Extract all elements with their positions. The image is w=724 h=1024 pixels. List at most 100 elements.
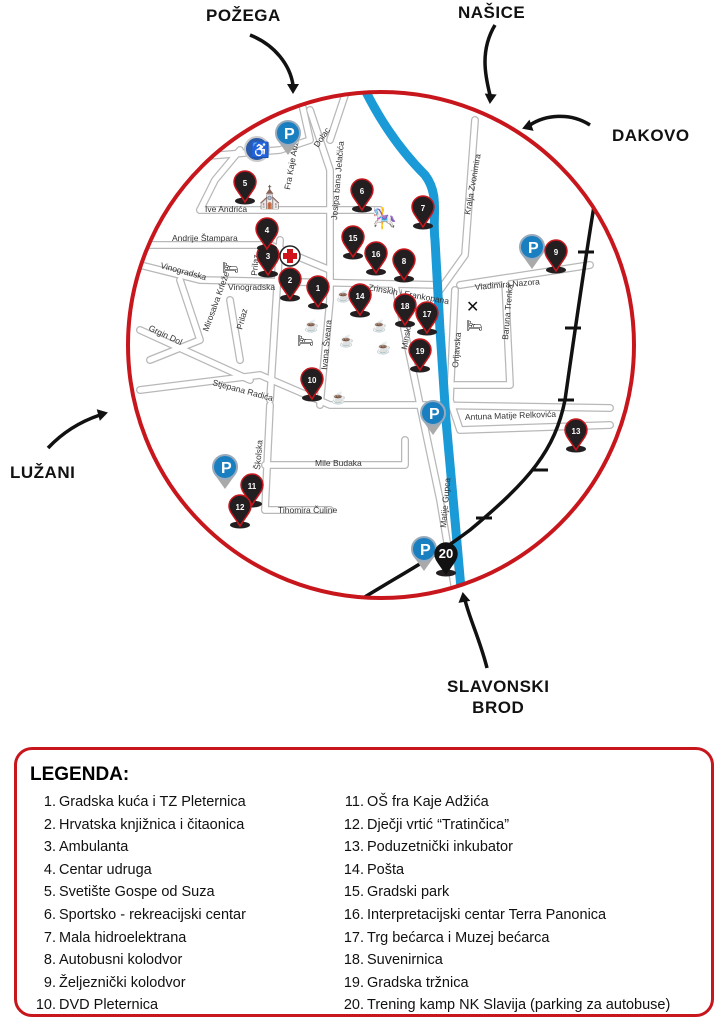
direction-dakovo: DAKOVO: [612, 126, 690, 145]
legend-label: Gradska kuća i TZ Pleternica: [59, 794, 246, 810]
street-label: Mile Budaka: [315, 458, 362, 468]
legend-label: Suvenirnica: [367, 952, 443, 969]
direction-arrow: [46, 413, 101, 450]
direction-luzani: LUŽANI: [10, 463, 76, 482]
street-label: Matije Gupca: [438, 477, 452, 528]
street-label: Baruna Trenka: [500, 283, 515, 340]
legend-item: 14.Pošta: [342, 859, 670, 882]
legend-item: 15.Gradski park: [342, 881, 670, 904]
pin-number: 15: [349, 234, 358, 243]
direction-pozega: POŽEGA: [206, 6, 281, 25]
carousel-icon: 🎠: [372, 206, 397, 230]
pin-number: 3: [266, 252, 271, 261]
location-pin-12[interactable]: 12: [228, 494, 252, 529]
location-pin-14[interactable]: 14: [348, 283, 372, 318]
pin-number: 16: [372, 250, 381, 259]
cafe-icon: ☕: [376, 340, 391, 355]
legend-item: 5.Svetište Gospe od Suza: [31, 881, 246, 904]
location-pin-5[interactable]: 5: [233, 170, 257, 205]
pin-number: 7: [421, 204, 426, 213]
location-pin-16[interactable]: 16: [364, 241, 388, 276]
legend-number: 15.: [343, 884, 364, 901]
pin-number: 4: [265, 226, 270, 235]
cafe-icon: ☕: [339, 333, 354, 348]
legend-number: 18.: [343, 952, 364, 969]
location-pin-18[interactable]: 18: [393, 293, 417, 328]
legend-number: 11.: [344, 794, 364, 810]
legend-label: Pošta: [367, 861, 405, 878]
parking-icon[interactable]: P: [519, 234, 545, 269]
street-label: Prilaz: [234, 307, 249, 330]
direction-arrow: [463, 599, 489, 669]
pin-number: 13: [572, 427, 581, 436]
legend-label: DVD Pleternica: [59, 997, 159, 1014]
pin-number: 17: [423, 310, 432, 319]
svg-text:P: P: [284, 126, 295, 143]
hotel-icon: 🛏: [222, 260, 239, 275]
parking-icon[interactable]: P: [420, 400, 446, 435]
legend-item: 4.Centar udruga: [31, 859, 246, 882]
location-pin-1[interactable]: 1: [306, 275, 330, 310]
location-pin-10[interactable]: 10: [300, 367, 324, 402]
legend-number: 12.: [343, 816, 364, 833]
street-label: Tihomira Čuline: [278, 505, 337, 515]
legend-label: Centar udruga: [59, 861, 152, 878]
legend-number: 17.: [343, 929, 364, 946]
pin-number: 5: [243, 179, 248, 188]
legend-number: 4.: [43, 861, 56, 878]
legend-label: Poduzetnički inkubator: [367, 839, 513, 856]
legend-number: 8.: [43, 952, 56, 969]
pin-number: 18: [401, 302, 410, 311]
pin-number: 20: [439, 546, 453, 561]
location-pin-20[interactable]: 20: [434, 542, 458, 577]
area-circle: [126, 90, 636, 600]
direction-arrow: [249, 33, 295, 86]
legend-item: 17.Trg bećarca i Muzej bećarca: [342, 927, 670, 950]
street-label: Orljavska: [450, 332, 463, 368]
location-pin-2[interactable]: 2: [278, 267, 302, 302]
location-pin-9[interactable]: 9: [544, 239, 568, 274]
location-pin-3[interactable]: 3: [256, 243, 280, 278]
legend-number: 7.: [43, 929, 56, 946]
pin-number: 6: [360, 187, 365, 196]
svg-text:P: P: [221, 460, 232, 477]
street-label: Kralja Zvonimira: [462, 153, 483, 215]
location-pin-17[interactable]: 17: [415, 301, 439, 336]
legend-label: Željeznički kolodvor: [59, 974, 186, 991]
legend-item: 12.Dječji vrtić “Tratinčica”: [342, 814, 670, 837]
legend-label: Dječji vrtić “Tratinčica”: [367, 816, 510, 833]
restaurant-icon: ✕: [466, 299, 479, 316]
legend-item: 6.Sportsko - rekreacijski centar: [31, 904, 246, 927]
direction-arrow: [483, 24, 497, 96]
pin-number: 9: [554, 248, 559, 257]
location-pin-4[interactable]: 4: [255, 217, 279, 252]
legend-item: 20.Trening kamp NK Slavija (parking za a…: [342, 994, 670, 1017]
location-pin-15[interactable]: 15: [341, 225, 365, 260]
location-pin-13[interactable]: 13: [564, 418, 588, 453]
cafe-icon: ☕: [304, 318, 319, 333]
legend-label: Interpretacijski centar Terra Panonica: [367, 906, 607, 923]
parking-icon[interactable]: P: [275, 120, 301, 155]
street-label: Ivana Šveara: [319, 319, 333, 370]
legend-label: Autobusni kolodvor: [59, 952, 183, 969]
legend-number: 13.: [343, 839, 364, 856]
pin-number: 2: [288, 276, 293, 285]
location-pin-19[interactable]: 19: [408, 338, 432, 373]
legend-item: 13.Poduzetnički inkubator: [342, 836, 670, 859]
pin-number: 11: [248, 482, 257, 491]
parking-icon[interactable]: P: [212, 454, 238, 489]
location-pin-8[interactable]: 8: [392, 248, 416, 283]
location-pin-7[interactable]: 7: [411, 195, 435, 230]
cafe-icon: ☕: [336, 288, 351, 303]
legend-number: 6.: [43, 906, 56, 923]
location-pin-6[interactable]: 6: [350, 178, 374, 213]
legend-title: LEGENDA:: [30, 764, 130, 785]
street-label: Vinogradska: [228, 282, 275, 292]
legend-item: 11.OŠ fra Kaje Adžića: [342, 791, 670, 814]
street-label: Andrije Štampara: [172, 233, 238, 243]
svg-text:P: P: [528, 240, 539, 257]
